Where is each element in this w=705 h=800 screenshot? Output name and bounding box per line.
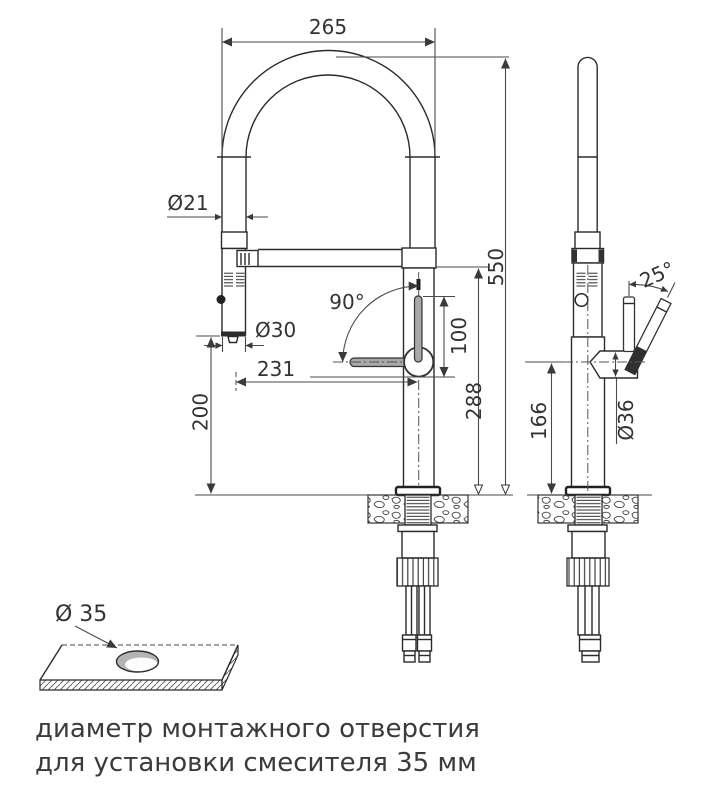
side-spray-button	[574, 292, 589, 308]
caption-line-1: диаметр монтажного отверстия	[35, 714, 480, 744]
front-dimensions: 265 Ø21 Ø30 200 231 90°	[167, 15, 509, 494]
dim-handle-tilt-label: 25°	[636, 256, 678, 292]
base-flange	[394, 485, 442, 497]
handle-lever-vertical	[413, 295, 423, 363]
mounting-hole	[115, 650, 160, 673]
mounting-nut-side	[566, 557, 610, 587]
countertop-front-face	[39, 679, 223, 691]
dim-spray-diameter-label: Ø30	[255, 318, 296, 342]
dim-handle-height-label: 166	[527, 402, 551, 440]
dim-body-height-label: 288	[462, 382, 486, 420]
mounting-front	[195, 494, 513, 663]
dim-total-height-label: 550	[484, 248, 508, 286]
side-spout	[571, 56, 605, 264]
caption-line-2: для установки смесителя 35 мм	[35, 748, 477, 778]
dim-spout-reach-label: 231	[257, 357, 295, 381]
handle-vertical	[622, 296, 636, 353]
dim-spout-width-label: 265	[309, 15, 347, 39]
spout-arc	[217, 49, 440, 249]
dim-spray-height-label: 200	[189, 393, 213, 431]
hole-detail: Ø 35	[39, 602, 239, 691]
mounting-side	[527, 494, 652, 663]
side-handle	[563, 265, 672, 556]
caption: диаметр монтажного отверстия для установ…	[35, 712, 480, 780]
side-spray-head	[572, 262, 603, 338]
dim-hole-diameter-label: Ø 35	[55, 602, 107, 627]
dim-hub-diameter-label: Ø36	[614, 399, 638, 440]
mounting-nut	[396, 557, 439, 587]
countertop-side-face	[221, 644, 239, 691]
dim-hose-diameter-label: Ø21	[167, 191, 208, 215]
spray-head	[216, 231, 403, 344]
side-view: 25° Ø36 166	[525, 56, 678, 663]
spray-button	[216, 295, 226, 304]
front-view: 265 Ø21 Ø30 200 231 90°	[167, 15, 513, 663]
dim-handle-length-label: 100	[447, 317, 471, 355]
dim-handle-angle-label: 90°	[329, 290, 364, 314]
